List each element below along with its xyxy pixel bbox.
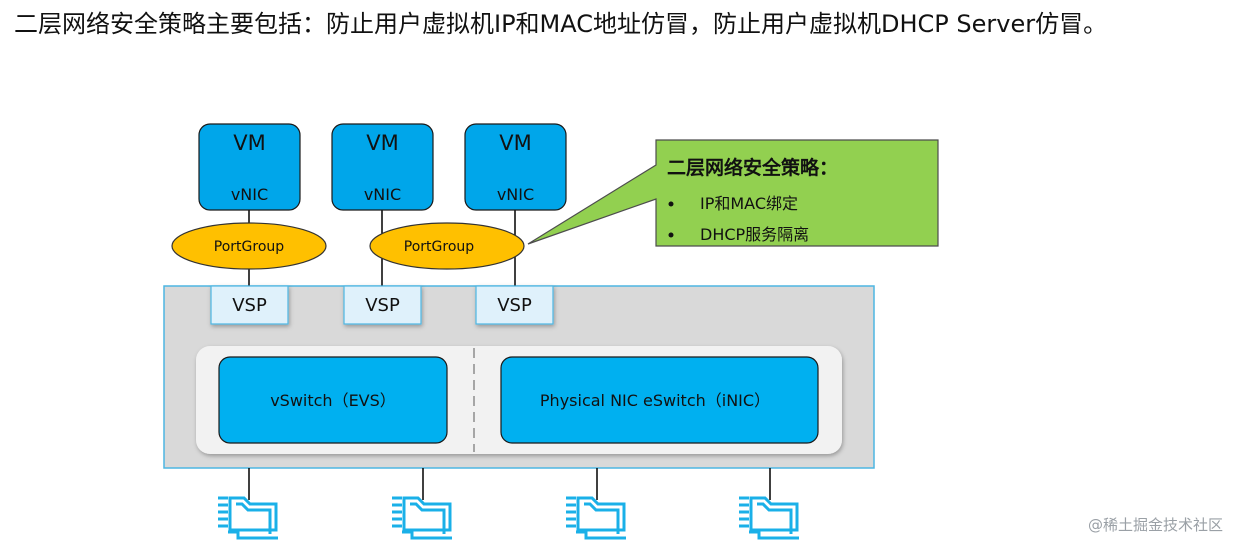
physical-nic-icon	[216, 496, 280, 540]
vsp-box[interactable]: VSP	[475, 285, 554, 325]
security-policy-callout: 二层网络安全策略： IP和MAC绑定 DHCP服务隔离	[527, 139, 939, 247]
bullet-dot	[668, 232, 674, 238]
physical-nic-icon	[737, 496, 801, 540]
vnic-label: vNIC	[497, 185, 534, 204]
vnic-label: vNIC	[364, 185, 401, 204]
vm-box[interactable]: VM vNIC	[331, 123, 434, 211]
vm-box[interactable]: VM vNIC	[198, 123, 301, 211]
vswitch-label: vSwitch（EVS）	[270, 391, 396, 410]
vnic-label: vNIC	[231, 185, 268, 204]
portgroup-label: PortGroup	[214, 239, 284, 255]
vswitch-box[interactable]: vSwitch（EVS）	[218, 356, 448, 444]
intro-text: 二层网络安全策略主要包括：防止用户虚拟机IP和MAC地址仿冒，防止用户虚拟机DH…	[14, 10, 1108, 38]
bullet-dot	[668, 201, 674, 207]
vsp-label: VSP	[365, 295, 400, 316]
eswitch-box[interactable]: Physical NIC eSwitch（iNIC）	[500, 356, 819, 444]
eswitch-label: Physical NIC eSwitch（iNIC）	[540, 391, 770, 410]
vsp-box[interactable]: VSP	[210, 285, 289, 325]
callout-title: 二层网络安全策略：	[667, 156, 838, 179]
vsp-box[interactable]: VSP	[343, 285, 422, 325]
vm-title: VM	[366, 131, 398, 155]
vm-title: VM	[499, 131, 531, 155]
callout-item: IP和MAC绑定	[700, 194, 798, 213]
vsp-label: VSP	[497, 295, 532, 316]
nic-connectors	[248, 468, 771, 500]
portgroup-label: PortGroup	[404, 239, 474, 255]
watermark: @稀土掘金技术社区	[1087, 516, 1223, 534]
portgroup[interactable]: PortGroup	[171, 222, 327, 270]
vm-title: VM	[233, 131, 265, 155]
callout-item: DHCP服务隔离	[700, 225, 809, 244]
vm-box[interactable]: VM vNIC	[464, 123, 567, 211]
vsp-label: VSP	[232, 295, 267, 316]
physical-nic-icon	[564, 496, 628, 540]
physical-nic-icon	[390, 496, 454, 540]
portgroup[interactable]: PortGroup	[369, 222, 525, 270]
